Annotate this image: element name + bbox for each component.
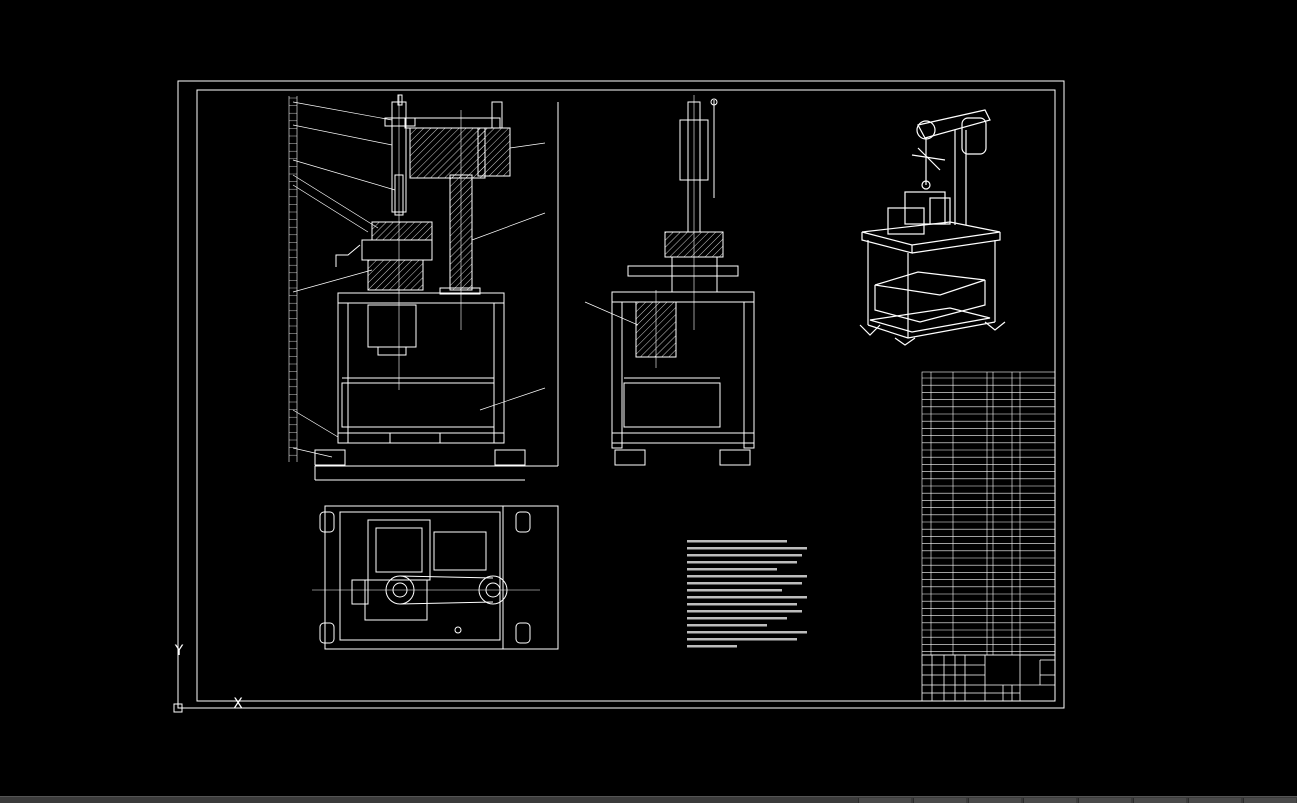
ucs-y-label: Y: [174, 643, 184, 659]
status-bar-button[interactable]: [1023, 798, 1076, 803]
ucs-icon: [173, 645, 228, 713]
side-view[interactable]: [584, 95, 755, 466]
title-block: [921, 654, 1056, 702]
status-bar[interactable]: [0, 796, 1297, 803]
bill-of-materials: [921, 371, 1056, 656]
status-bar-button[interactable]: [858, 798, 911, 803]
technical-notes: [687, 540, 807, 648]
status-bar-button[interactable]: [1133, 798, 1186, 803]
status-bar-button[interactable]: [968, 798, 1021, 803]
status-bar-button[interactable]: [1243, 798, 1296, 803]
front-view-balloons: [289, 97, 297, 456]
ucs-x-label: X: [233, 696, 243, 712]
status-bar-button[interactable]: [1188, 798, 1241, 803]
isometric-view[interactable]: [859, 109, 1006, 346]
top-view[interactable]: [312, 505, 559, 650]
outer-sheet-border: [177, 80, 1065, 709]
front-view[interactable]: [288, 94, 559, 481]
status-bar-button[interactable]: [913, 798, 966, 803]
status-bar-button[interactable]: [1078, 798, 1131, 803]
